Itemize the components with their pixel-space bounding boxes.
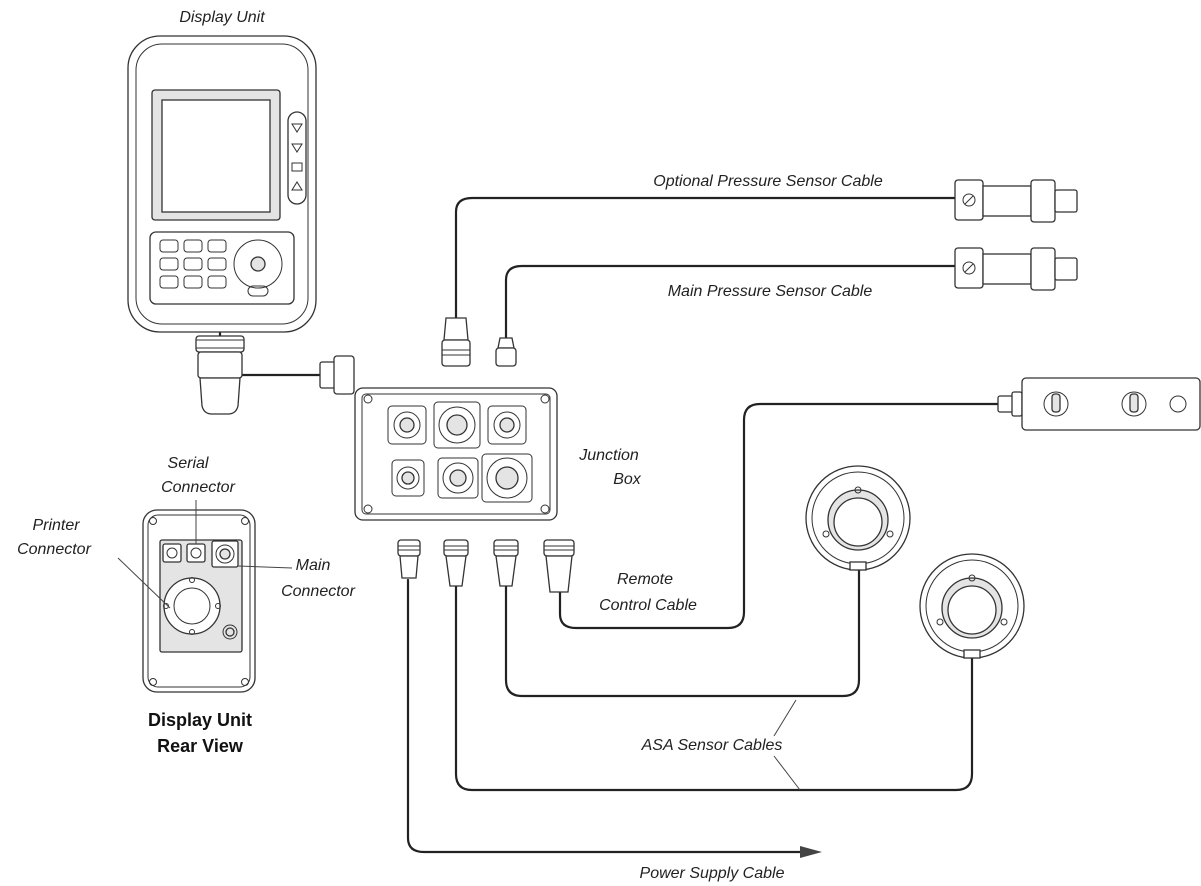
labels: Display Unit Optional Pressure Sensor Ca… xyxy=(17,9,883,882)
serial-connector-label-2: Connector xyxy=(161,479,235,496)
asa-sensor-cable-1 xyxy=(504,566,861,698)
asa-sensor-icon xyxy=(919,553,1025,659)
serial-connector-label-1: Serial xyxy=(168,455,209,472)
optional-pressure-cable xyxy=(454,196,957,322)
asa-sensor-cables-label: ASA Sensor Cables xyxy=(641,737,783,754)
printer-connector-label-2: Connector xyxy=(17,541,91,558)
main-pressure-cable xyxy=(504,264,957,342)
arrow-icon xyxy=(800,846,822,858)
rear-view-label-2: Rear View xyxy=(157,736,244,756)
remote-control-label-1: Remote xyxy=(617,571,673,588)
remote-control-icon xyxy=(997,377,1201,431)
pressure-sensor-icon xyxy=(954,247,1078,291)
bottom-cable-plugs xyxy=(397,539,575,593)
main-connector-label-2: Connector xyxy=(281,583,355,600)
power-supply-cable xyxy=(406,578,802,854)
junction-box-label-1: Junction xyxy=(578,447,639,464)
rear-view-icon xyxy=(142,509,256,693)
remote-control-cable xyxy=(558,402,1012,630)
rear-view-label-1: Display Unit xyxy=(148,710,252,730)
asa-sensor-icon xyxy=(805,465,911,571)
junction-box-icon xyxy=(319,355,558,521)
pressure-sensor-icon xyxy=(954,179,1078,223)
power-supply-cable-label: Power Supply Cable xyxy=(640,865,785,882)
main-pressure-cable-label: Main Pressure Sensor Cable xyxy=(668,283,873,300)
printer-connector-label-1: Printer xyxy=(32,517,80,534)
leader-lines xyxy=(117,500,801,791)
junction-box-label-2: Box xyxy=(613,471,642,488)
display-unit-icon xyxy=(127,35,317,333)
optional-pressure-cable-label: Optional Pressure Sensor Cable xyxy=(653,173,883,190)
pressure-cable-plugs xyxy=(441,317,517,367)
asa-sensor-cable-2 xyxy=(454,583,974,792)
remote-control-label-2: Control Cable xyxy=(599,597,697,614)
main-connector-label-1: Main xyxy=(296,557,331,574)
cables xyxy=(218,196,1012,858)
display-connector-icon xyxy=(195,335,245,415)
display-unit-label: Display Unit xyxy=(179,9,265,26)
